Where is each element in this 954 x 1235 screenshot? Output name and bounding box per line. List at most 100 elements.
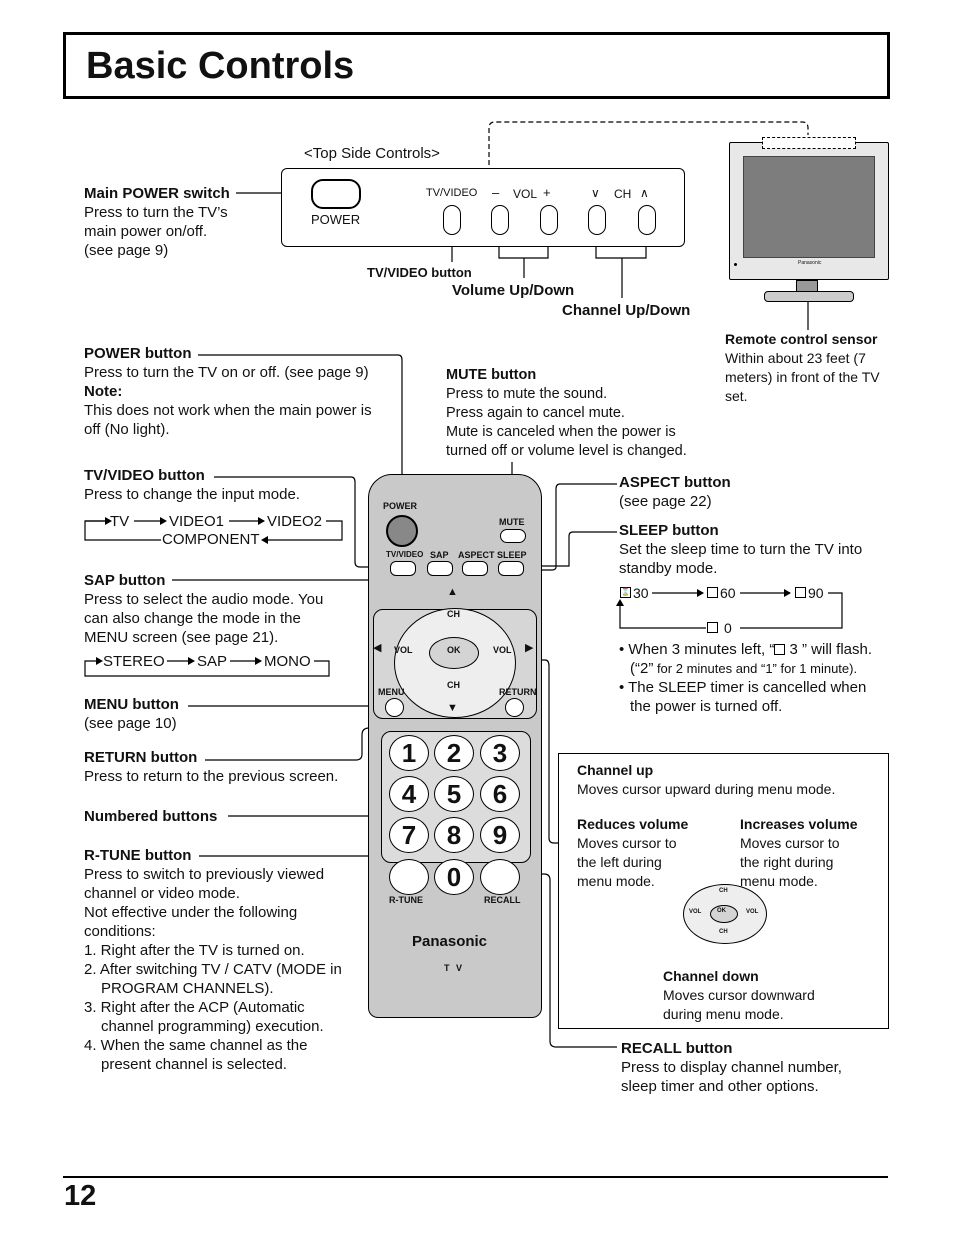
- mute-line: Press again to cancel mute.: [446, 405, 625, 421]
- top-side-heading: <Top Side Controls>: [304, 145, 440, 162]
- top-ch-down-button[interactable]: [588, 205, 606, 235]
- sleep-bullet: • The SLEEP timer is cancelled when: [619, 679, 867, 696]
- rtune-remote-button[interactable]: [389, 859, 429, 895]
- channel-down-line: during menu mode.: [663, 1006, 784, 1022]
- rtune-list-item: channel programming) execution.: [101, 1018, 324, 1035]
- top-ch-up-button[interactable]: [638, 205, 656, 235]
- rtune-list-item: present channel is selected.: [101, 1056, 287, 1073]
- sap-button-text: SAP button Press to select the audio mod…: [84, 571, 334, 647]
- tv-top-controls: [762, 137, 856, 149]
- top-side-panel: POWER TV/VIDEO – VOL + ∨ CH ∧: [281, 168, 685, 247]
- numbered-buttons-title: Numbered buttons: [84, 808, 218, 825]
- digit-9-button[interactable]: 9: [480, 817, 520, 853]
- ch-top-label: CH: [614, 187, 632, 201]
- digit-1-button[interactable]: 1: [389, 735, 429, 771]
- remote-mute-button[interactable]: [500, 529, 526, 543]
- recall-button-title: RECALL button: [621, 1040, 733, 1057]
- channel-down-line: Moves cursor downward: [663, 987, 815, 1003]
- digit-2-button[interactable]: 2: [434, 735, 474, 771]
- arrow-up-icon[interactable]: ▲: [447, 586, 458, 598]
- remote-aspect-button[interactable]: [462, 561, 488, 576]
- power-note-line: off (No light).: [84, 421, 170, 438]
- sleep-60: 60: [720, 585, 736, 601]
- arrow-left-icon[interactable]: ◀: [373, 642, 382, 654]
- rtune-list-item: 3. Right after the ACP (Automatic: [84, 999, 305, 1016]
- callout-volume: Volume Up/Down: [452, 282, 575, 299]
- page-number: 12: [64, 1180, 97, 1212]
- increase-line: the right during: [740, 854, 834, 870]
- tvvideo-top-label: TV/VIDEO: [426, 187, 478, 199]
- mini-ok-label: OK: [717, 908, 726, 914]
- remote-ch-up-label: CH: [447, 609, 460, 619]
- mini-vol-right-label: VOL: [746, 909, 759, 915]
- mute-button-title: MUTE button: [446, 367, 537, 383]
- sleep-90: 90: [808, 585, 824, 601]
- sleep-icon: [774, 644, 786, 655]
- remote-nav-ring[interactable]: [394, 608, 516, 718]
- sleep-0: 0: [724, 620, 732, 636]
- arrow-right-icon[interactable]: ▶: [525, 642, 534, 654]
- sleep-30: 30: [633, 585, 649, 601]
- digit-4-button[interactable]: 4: [389, 776, 429, 812]
- mute-button-text: MUTE button Press to mute the sound. Pre…: [446, 366, 706, 461]
- rtune-line: Not effective under the following: [84, 904, 298, 921]
- mini-ch-down-label: CH: [719, 929, 728, 935]
- top-tvvideo-button[interactable]: [443, 205, 461, 235]
- rtune-line: conditions:: [84, 923, 156, 940]
- sleep-icon: [707, 587, 718, 598]
- remote-return-button[interactable]: [505, 698, 524, 717]
- top-vol-down-button[interactable]: [491, 205, 509, 235]
- remote-sleep-label: SLEEP: [497, 550, 527, 560]
- increase-volume-text: Increases volume Moves cursor to the rig…: [740, 815, 880, 891]
- mini-ok-button: [710, 905, 738, 923]
- recall-remote-button[interactable]: [480, 859, 520, 895]
- sleep-icon: [795, 587, 806, 598]
- sleep-icon: ⌛: [620, 587, 631, 598]
- power-switch-label: POWER: [311, 212, 361, 227]
- reduce-volume-text: Reduces volume Moves cursor to the left …: [577, 815, 717, 891]
- power-button-title: POWER button: [84, 345, 192, 362]
- remote-power-label: POWER: [383, 501, 418, 511]
- flow-mono: MONO: [264, 653, 311, 670]
- remote-sensor-line: Within about 23 feet (7: [725, 350, 866, 366]
- remote-sleep-button[interactable]: [498, 561, 524, 576]
- top-vol-up-button[interactable]: [540, 205, 558, 235]
- remote-ok-button[interactable]: [429, 637, 479, 669]
- mute-line: turned off or volume level is changed.: [446, 443, 687, 459]
- sleep-line: Set the sleep time to turn the TV into: [619, 541, 863, 558]
- recall-line: Press to display channel number,: [621, 1059, 842, 1076]
- menu-button-text: MENU button (see page 10): [84, 695, 179, 733]
- digit-3-button[interactable]: 3: [480, 735, 520, 771]
- power-button-line: Press to turn the TV on or off. (see pag…: [84, 364, 369, 381]
- channel-up-title: Channel up: [577, 762, 654, 778]
- digit-7-button[interactable]: 7: [389, 817, 429, 853]
- digit-5-button[interactable]: 5: [434, 776, 474, 812]
- reduce-line: the left during: [577, 854, 662, 870]
- remote-power-button[interactable]: [386, 515, 418, 547]
- digit-6-button[interactable]: 6: [480, 776, 520, 812]
- remote-vol-right-label: VOL: [493, 645, 512, 655]
- flow-stereo: STEREO: [103, 653, 165, 670]
- remote-menu-button[interactable]: [385, 698, 404, 717]
- arrow-down-icon[interactable]: ▼: [447, 702, 458, 714]
- digit-8-button[interactable]: 8: [434, 817, 474, 853]
- callout-channel: Channel Up/Down: [562, 302, 691, 319]
- digit-0-button[interactable]: 0: [434, 859, 474, 895]
- vol-plus-label: +: [543, 185, 551, 200]
- sap-line: can also change the mode in the: [84, 610, 301, 627]
- channel-down-title: Channel down: [663, 968, 759, 984]
- increase-line: menu mode.: [740, 873, 818, 889]
- remote-sensor-line: set.: [725, 388, 748, 404]
- remote-recall-label: RECALL: [484, 895, 521, 905]
- remote-sap-button[interactable]: [427, 561, 453, 576]
- remote-vol-left-label: VOL: [394, 645, 413, 655]
- sleep-bullet: for 2 minutes and “1” for 1 minute).: [653, 661, 858, 676]
- tv-stand: [764, 291, 854, 302]
- remote-tvvideo-button[interactable]: [390, 561, 416, 576]
- reduce-volume-title: Reduces volume: [577, 816, 689, 832]
- main-power-switch[interactable]: [311, 179, 361, 209]
- sap-line: MENU screen (see page 21).: [84, 629, 279, 646]
- sleep-bullet: 3 ” will flash.: [785, 641, 873, 658]
- recall-line: sleep timer and other options.: [621, 1078, 819, 1095]
- vol-minus-label: –: [492, 185, 500, 200]
